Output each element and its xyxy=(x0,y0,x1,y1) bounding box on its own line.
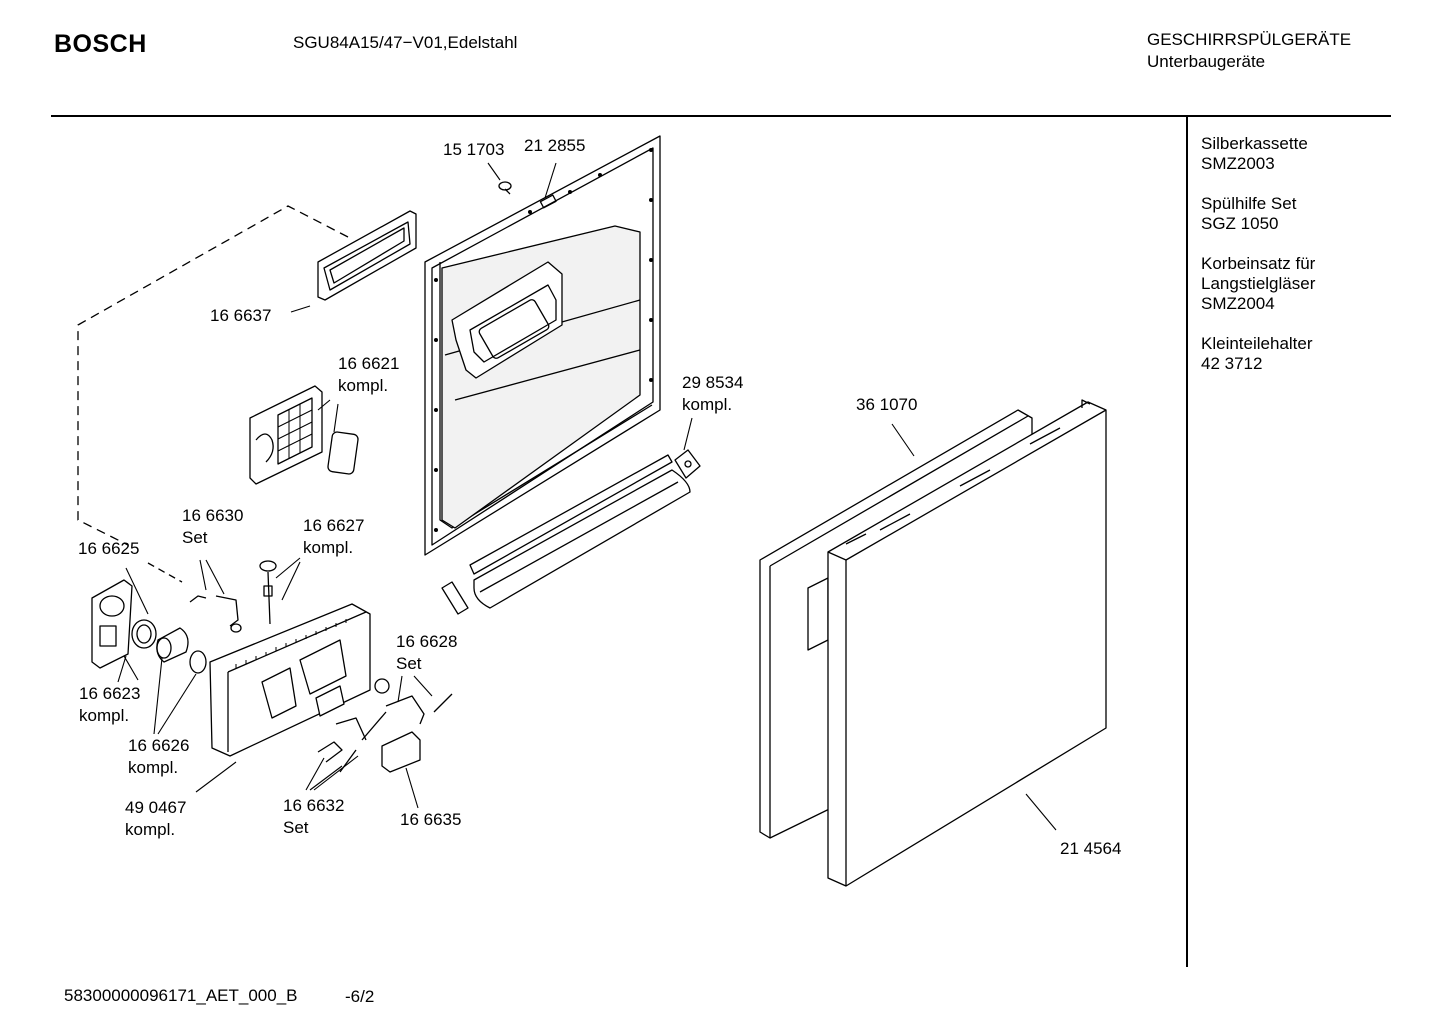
category-title: GESCHIRRSPÜLGERÄTE xyxy=(1147,30,1352,49)
sidebar-divider xyxy=(1186,116,1188,967)
door-trim-strips xyxy=(470,455,690,608)
part-label: 36 1070 xyxy=(856,395,918,414)
part-number: 16 6628 xyxy=(396,632,458,651)
part-number: 16 6632 xyxy=(283,796,345,815)
latch-springs xyxy=(318,679,452,772)
screw xyxy=(499,182,511,194)
accessory-code: SMZ2003 xyxy=(1201,154,1275,173)
model-title: SGU84A15/47−V01,Edelstahl xyxy=(293,33,518,52)
brand-logo: BOSCH xyxy=(54,30,147,58)
accessory-item: Kleinteilehalter 42 3712 xyxy=(1201,334,1313,374)
lever-and-spring xyxy=(190,561,276,632)
accessory-code: SMZ2004 xyxy=(1201,294,1275,313)
part-label: 21 4564 xyxy=(1060,839,1122,858)
part-label: 16 6627 kompl. xyxy=(303,515,364,559)
decor-front-panel xyxy=(828,400,1106,886)
dispenser-cover-grille xyxy=(250,386,359,484)
latch-clip xyxy=(442,582,468,614)
accessory-name: Langstielgläser xyxy=(1201,274,1316,293)
dispenser-housing xyxy=(210,604,370,756)
part-label: 16 6621 kompl. xyxy=(338,353,399,397)
part-label: 21 2855 xyxy=(524,136,586,155)
inner-door-panel xyxy=(425,136,660,555)
part-label: 16 6630 Set xyxy=(182,505,243,549)
part-note: kompl. xyxy=(682,395,733,414)
part-number: 16 6626 xyxy=(128,736,190,755)
part-label: 16 6635 xyxy=(400,810,462,829)
part-label: 16 6628 Set xyxy=(396,631,457,675)
category-subtitle: Unterbaugeräte xyxy=(1147,52,1266,71)
part-note: kompl. xyxy=(79,706,130,725)
part-label: 16 6625 xyxy=(78,539,140,558)
accessory-code: 42 3712 xyxy=(1201,354,1263,373)
part-note: kompl. xyxy=(338,376,389,395)
part-number: 16 6627 xyxy=(303,516,365,535)
part-label: 49 0467 kompl. xyxy=(125,797,186,841)
assembly-guide-line xyxy=(78,206,348,582)
part-label: 16 6623 kompl. xyxy=(79,683,140,727)
part-label: 15 1703 xyxy=(443,140,505,159)
accessory-item: Korbeinsatz für Langstielgläser SMZ2004 xyxy=(1201,254,1315,314)
part-number: 49 0467 xyxy=(125,798,187,817)
hinge-bracket xyxy=(675,450,700,478)
micro-switch xyxy=(382,732,420,772)
part-number: 16 6621 xyxy=(338,354,400,373)
document-code: 58300000096171_AET_000_B xyxy=(64,986,298,1005)
part-note: kompl. xyxy=(303,538,354,557)
part-label: 16 6637 xyxy=(210,306,272,325)
part-number: 29 8534 xyxy=(682,373,744,392)
dispenser-frame xyxy=(318,211,416,300)
seal-cover xyxy=(92,580,132,668)
seal-rings xyxy=(132,620,206,673)
accessory-item: Spülhilfe Set SGZ 1050 xyxy=(1201,194,1296,234)
accessory-code: SGZ 1050 xyxy=(1201,214,1279,233)
accessory-name: Korbeinsatz für xyxy=(1201,254,1316,273)
accessory-name: Kleinteilehalter xyxy=(1201,334,1313,353)
part-number: 16 6630 xyxy=(182,506,244,525)
part-label: 16 6632 Set xyxy=(283,795,344,839)
leader-lines xyxy=(118,163,1056,830)
accessory-item: Silberkassette SMZ2003 xyxy=(1201,134,1308,174)
part-label: 29 8534 kompl. xyxy=(682,372,743,416)
accessory-name: Silberkassette xyxy=(1201,134,1308,153)
page-number: -6/2 xyxy=(345,987,375,1006)
part-note: kompl. xyxy=(128,758,179,777)
accessory-name: Spülhilfe Set xyxy=(1201,194,1297,213)
part-note: Set xyxy=(283,818,309,837)
part-label: 16 6626 kompl. xyxy=(128,735,189,779)
part-note: Set xyxy=(396,654,422,673)
part-note: kompl. xyxy=(125,820,176,839)
part-number: 16 6623 xyxy=(79,684,141,703)
header-divider xyxy=(51,115,1391,117)
part-note: Set xyxy=(182,528,208,547)
